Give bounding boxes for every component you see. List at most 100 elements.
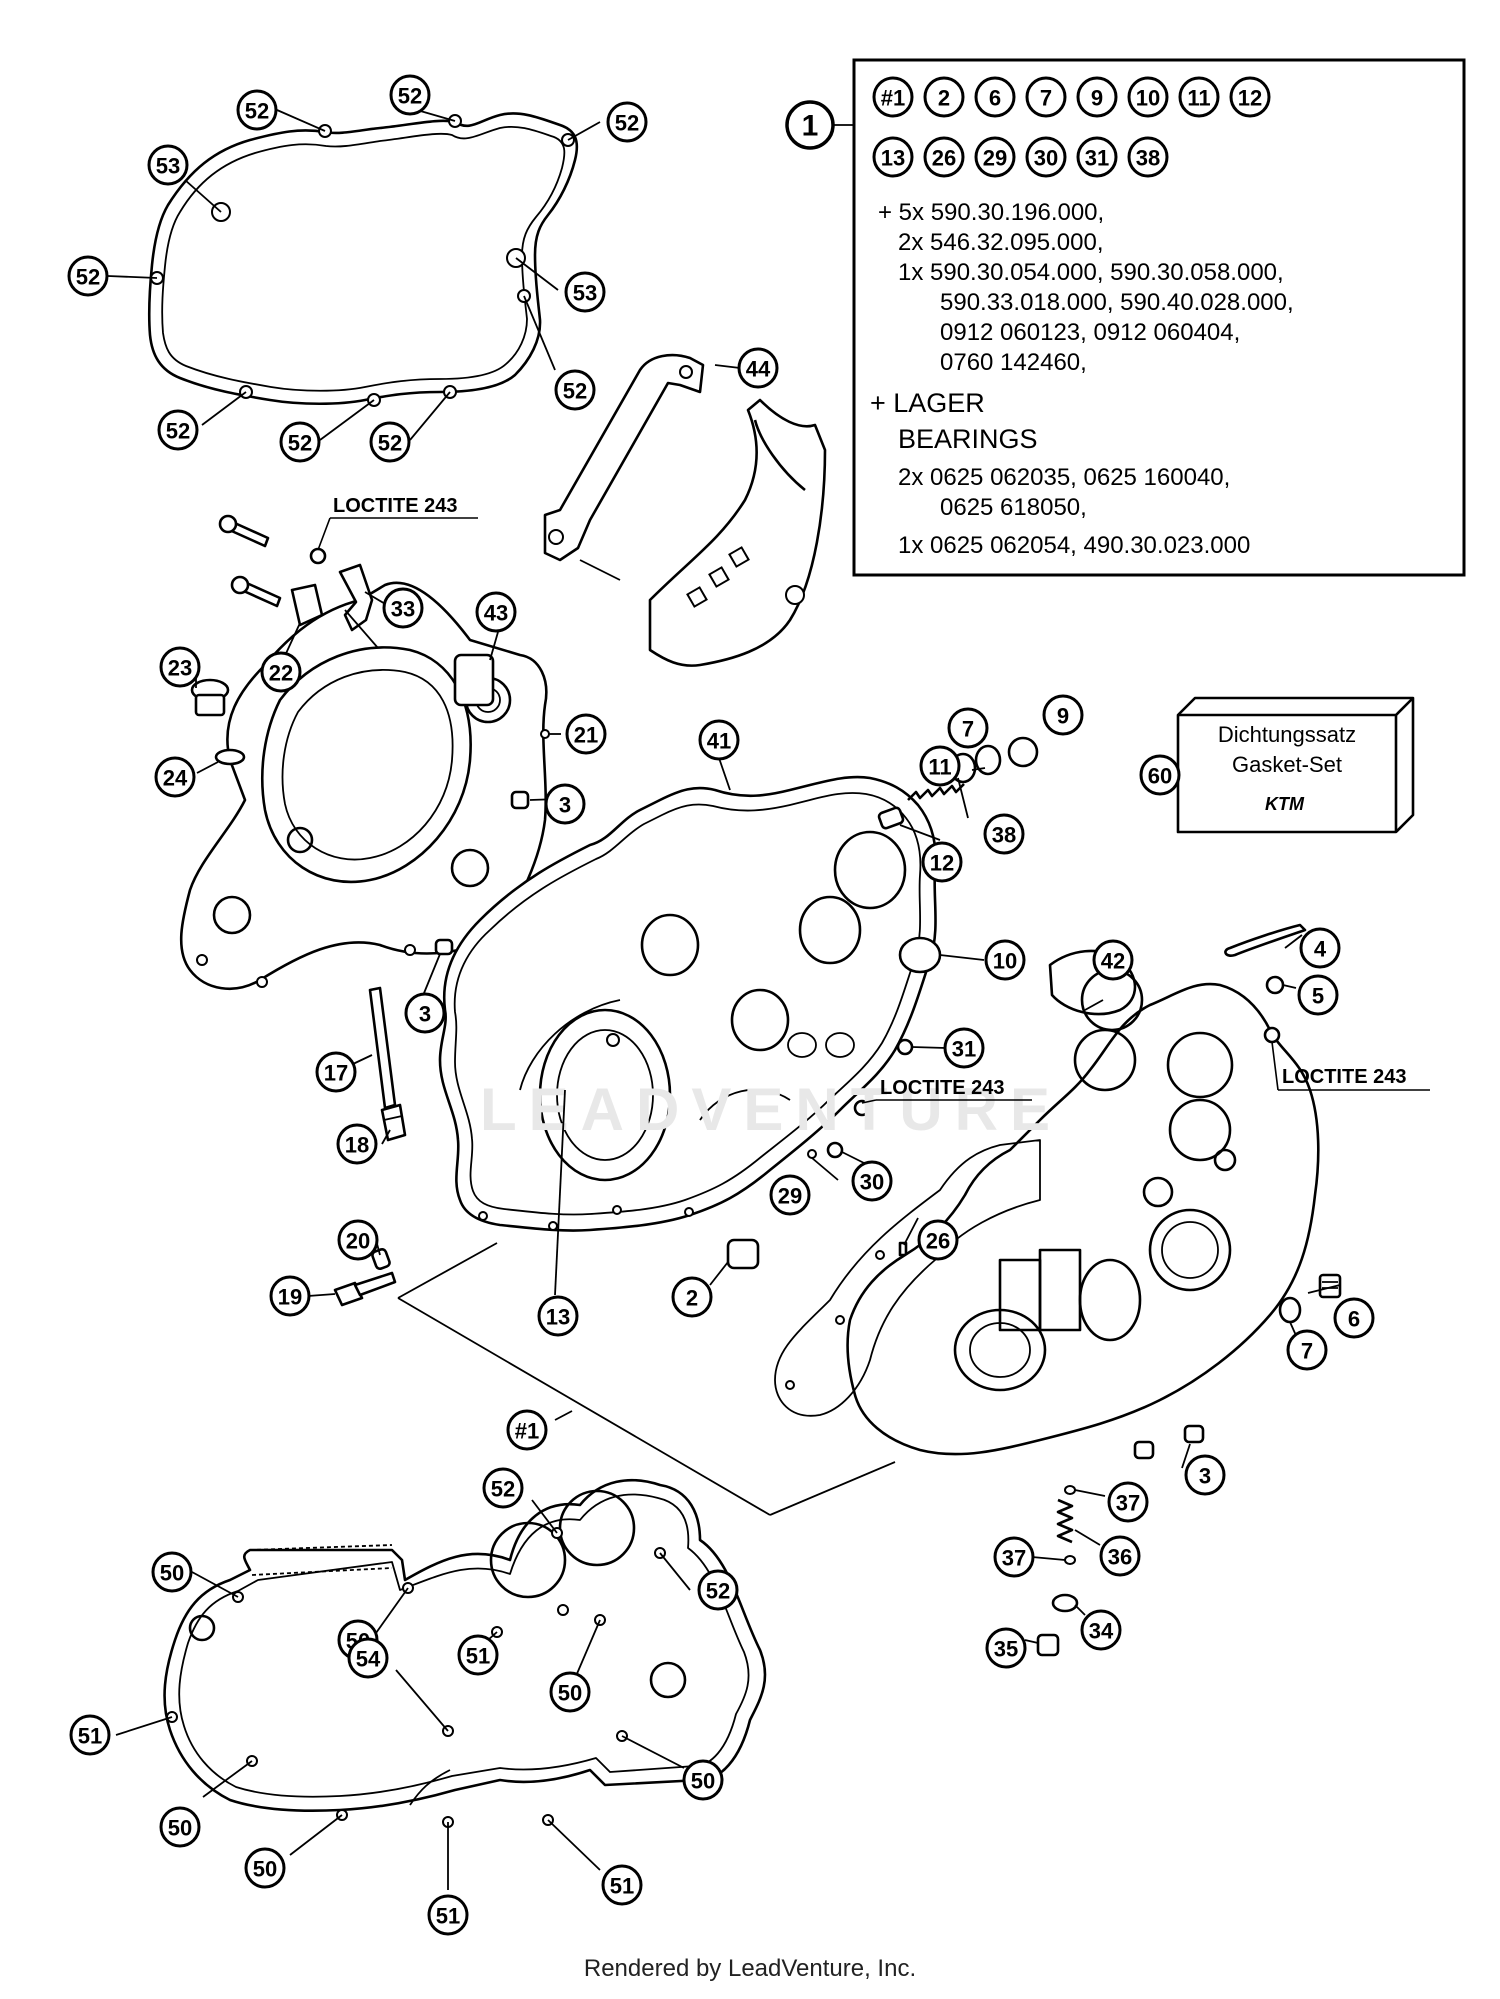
kit-line: 590.33.018.000, 590.40.028.000, <box>940 289 1294 316</box>
gasket-set-label-de: Dichtungssatz <box>1218 722 1356 747</box>
kit-line: 0912 060123, 0912 060404, <box>940 319 1240 346</box>
kit-part-number: 11 <box>1178 76 1220 118</box>
loctite-label: LOCTITE 243 <box>880 1077 1004 1099</box>
screw-loctite-a <box>309 547 327 565</box>
callout-c6: 6 <box>1333 1297 1375 1339</box>
callout-label: 35 <box>994 1637 1018 1662</box>
callout-label: 31 <box>952 1037 976 1062</box>
callout-label: 19 <box>278 1285 302 1310</box>
callout-c12: 12 <box>921 841 963 883</box>
callout-label: 51 <box>466 1644 490 1669</box>
callout-c31: 31 <box>943 1027 985 1069</box>
svg-text:13: 13 <box>881 146 905 171</box>
callout-c36: 36 <box>1099 1535 1141 1577</box>
callout-c11: 11 <box>919 745 961 787</box>
watermark: LEADVENTURE <box>480 1076 1062 1143</box>
callout-c3c: 3 <box>1184 1454 1226 1496</box>
callout-label: 2 <box>686 1286 698 1311</box>
svg-text:9: 9 <box>1091 86 1103 111</box>
callout-c7b: 7 <box>1286 1329 1328 1371</box>
callout-label: 11 <box>928 755 951 780</box>
callout-c5: 5 <box>1297 974 1339 1016</box>
screw-19-washer-20 <box>333 1247 397 1307</box>
loctite-label: LOCTITE 243 <box>1282 1066 1406 1088</box>
kit-line: + LAGER <box>870 388 985 418</box>
callout-c18: 18 <box>336 1123 378 1165</box>
callout-label: 52 <box>706 1579 730 1604</box>
callout-label: 13 <box>546 1305 570 1330</box>
callout-label: 52 <box>378 431 402 456</box>
svg-text:10: 10 <box>1136 86 1160 111</box>
bushing-10 <box>898 936 942 974</box>
callout-c37b: 37 <box>993 1536 1035 1578</box>
spring-11 <box>907 783 965 801</box>
kit-part-number: #1 <box>872 76 914 118</box>
callout-c3a: 3 <box>544 783 586 825</box>
callout-label: 53 <box>573 281 597 306</box>
callout-label: 20 <box>346 1229 370 1254</box>
callout-g52j: 52 <box>697 1569 739 1611</box>
kit-line: 1x 0625 062054, 490.30.023.000 <box>898 532 1250 559</box>
gasket-set-label-en: Gasket-Set <box>1232 752 1342 777</box>
kit-part-number: 29 <box>974 136 1016 178</box>
callout-c2a: 2 <box>671 1276 713 1318</box>
callout-label: 26 <box>926 1229 950 1254</box>
callout-label: 52 <box>563 379 587 404</box>
kit-line: 2x 0625 062035, 0625 160040, <box>898 464 1230 491</box>
callout-label: 42 <box>1101 949 1125 974</box>
dowel-3c-1 <box>1133 1440 1155 1460</box>
callout-g52f: 52 <box>157 409 199 451</box>
callout-c23: 23 <box>159 646 201 688</box>
callout-c21: 21 <box>565 713 607 755</box>
callout-c44: 44 <box>737 347 779 389</box>
clutch-cover-gasket <box>147 112 579 407</box>
dowel-3c-2 <box>1183 1424 1205 1444</box>
callout-label: 50 <box>168 1816 192 1841</box>
callout-hash1: #1 <box>506 1409 548 1451</box>
callout-label: 6 <box>1348 1307 1360 1332</box>
callout-g53a: 53 <box>147 144 189 186</box>
kit-part-number: 9 <box>1076 76 1118 118</box>
kit-part-number: 13 <box>872 136 914 178</box>
ktm-logo: KTM <box>1265 794 1305 814</box>
gasket-set-box: Dichtungssatz Gasket-Set KTM <box>1176 696 1415 834</box>
kit-line: 0760 142460, <box>940 349 1087 376</box>
plug-35 <box>1036 1633 1060 1657</box>
kit-part-number: 10 <box>1127 76 1169 118</box>
callout-g51c: 51 <box>427 1894 469 1936</box>
callout-label: 52 <box>615 111 639 136</box>
washer-34 <box>1051 1593 1079 1613</box>
callout-layer: 1#12333456779101112131718192021222324262… <box>67 74 1375 1936</box>
kit-line: 0625 618050, <box>940 494 1087 521</box>
kit-line: 1x 590.30.054.000, 590.30.058.000, <box>898 259 1284 286</box>
callout-c19: 19 <box>269 1275 311 1317</box>
kit-part-number: 38 <box>1127 136 1169 178</box>
callout-label: 23 <box>168 656 192 681</box>
crankcase-right-half <box>846 949 1320 1456</box>
main-leaders <box>196 591 1341 1644</box>
bearing-retainer-22 <box>290 583 324 627</box>
callout-label: 52 <box>491 1477 515 1502</box>
callout-label: 17 <box>324 1061 348 1086</box>
washer-7a <box>974 744 1002 776</box>
callout-g52b: 52 <box>389 74 431 116</box>
callout-c41: 41 <box>698 719 740 761</box>
callout-c3b: 3 <box>404 992 446 1034</box>
callout-label: 18 <box>345 1133 369 1158</box>
callout-c33: 33 <box>382 587 424 629</box>
callout-label: #1 <box>515 1419 539 1444</box>
callout-g50a: 50 <box>151 1551 193 1593</box>
callout-label: 52 <box>166 419 190 444</box>
callout-c60: 60 <box>1139 754 1181 796</box>
bushing-2 <box>726 1238 760 1270</box>
kit-text-lines: + 5x 590.30.196.000, 2x 546.32.095.000, … <box>870 199 1294 559</box>
callout-g50f: 50 <box>244 1847 286 1889</box>
callout-g52d: 52 <box>67 255 109 297</box>
svg-text:38: 38 <box>1136 146 1160 171</box>
kit-part-number: 31 <box>1076 136 1118 178</box>
callout-c7a: 7 <box>947 707 989 749</box>
callout-g50d: 50 <box>682 1759 724 1801</box>
callout-label: 52 <box>245 99 269 124</box>
callout-label: 50 <box>691 1769 715 1794</box>
